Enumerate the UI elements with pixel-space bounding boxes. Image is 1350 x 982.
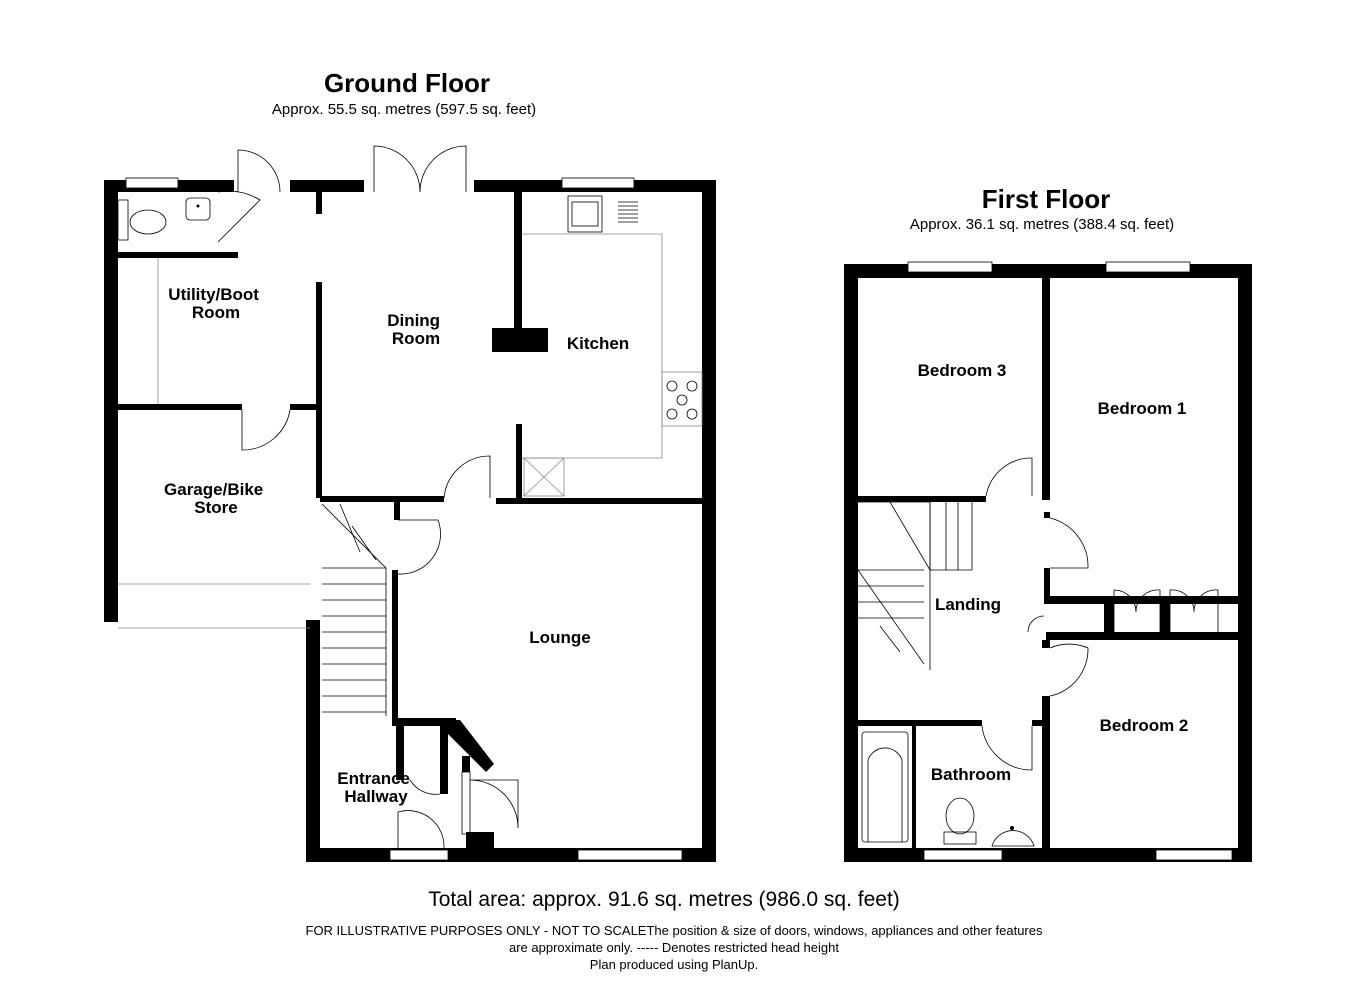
wall bbox=[702, 180, 716, 862]
wall bbox=[858, 496, 986, 502]
room-label-landing: Landing bbox=[935, 595, 1001, 614]
door bbox=[1049, 517, 1089, 569]
staircase bbox=[857, 501, 973, 670]
window bbox=[1105, 261, 1191, 273]
room-label-hallway: Entrance Hallway bbox=[337, 769, 414, 806]
wall bbox=[1042, 278, 1050, 500]
window bbox=[389, 849, 449, 861]
room-label-garage: Garage/Bike Store bbox=[164, 480, 268, 517]
wall bbox=[466, 832, 494, 850]
disclaimer-line-1: FOR ILLUSTRATIVE PURPOSES ONLY - NOT TO … bbox=[306, 923, 1043, 938]
boiler-cupboard bbox=[523, 457, 565, 497]
door bbox=[237, 149, 281, 193]
wall bbox=[1044, 568, 1050, 602]
wall bbox=[448, 720, 494, 772]
wall bbox=[844, 264, 858, 862]
basin-icon bbox=[991, 830, 1035, 847]
window bbox=[577, 849, 683, 861]
room-label-bedroom1: Bedroom 1 bbox=[1098, 399, 1187, 418]
toilet-icon bbox=[945, 797, 975, 835]
door bbox=[217, 190, 261, 243]
room-label-bedroom2: Bedroom 2 bbox=[1100, 716, 1189, 735]
disclaimer-line-3: Plan produced using PlanUp. bbox=[590, 957, 758, 972]
wall bbox=[514, 192, 522, 352]
wall bbox=[392, 570, 398, 720]
wardrobe-doors bbox=[1169, 589, 1219, 636]
ground-floor-title: Ground Floor bbox=[324, 68, 490, 98]
door bbox=[981, 725, 1033, 771]
window bbox=[1155, 849, 1233, 861]
wall bbox=[858, 720, 982, 726]
wall bbox=[516, 424, 522, 504]
wall bbox=[1046, 632, 1238, 640]
toilet-icon bbox=[129, 209, 167, 235]
staircase bbox=[321, 503, 387, 716]
first-floor-plan bbox=[844, 261, 1252, 862]
wardrobe-doors bbox=[1113, 589, 1161, 636]
first-floor-area: Approx. 36.1 sq. metres (388.4 sq. feet) bbox=[910, 216, 1174, 233]
wall bbox=[396, 726, 404, 780]
wall bbox=[118, 252, 238, 258]
room-label-bedroom3: Bedroom 3 bbox=[918, 361, 1007, 380]
wall bbox=[462, 756, 470, 772]
wall bbox=[320, 496, 444, 502]
wall bbox=[290, 404, 320, 410]
door bbox=[397, 519, 441, 575]
door bbox=[469, 779, 519, 829]
hob-icon bbox=[661, 371, 703, 427]
wall bbox=[496, 498, 702, 504]
chimney-breast bbox=[492, 328, 548, 352]
wall bbox=[392, 718, 456, 726]
wall bbox=[316, 282, 322, 498]
wall bbox=[316, 192, 322, 214]
door bbox=[1049, 643, 1089, 697]
wall bbox=[1044, 596, 1238, 604]
ground-floor-area: Approx. 55.5 sq. metres (597.5 sq. feet) bbox=[272, 101, 536, 118]
wall bbox=[1104, 596, 1114, 636]
door bbox=[443, 455, 491, 499]
kitchen-worktop bbox=[522, 233, 663, 459]
wall bbox=[290, 180, 364, 192]
wall bbox=[1238, 264, 1252, 862]
wall bbox=[306, 620, 320, 862]
entrance-door bbox=[397, 810, 445, 849]
room-label-bathroom: Bathroom bbox=[931, 765, 1011, 784]
window bbox=[907, 261, 993, 273]
door bbox=[241, 409, 291, 451]
room-label-lounge: Lounge bbox=[529, 628, 590, 647]
wall bbox=[104, 180, 118, 622]
basin-icon bbox=[185, 197, 211, 221]
window bbox=[561, 177, 635, 189]
wall bbox=[844, 264, 1252, 278]
first-floor-title: First Floor bbox=[982, 184, 1111, 214]
wall bbox=[118, 404, 242, 410]
double-door bbox=[373, 145, 421, 193]
wall bbox=[1042, 696, 1050, 850]
sink-icon bbox=[567, 195, 603, 233]
wall bbox=[912, 726, 916, 848]
ground-floor-plan bbox=[104, 145, 716, 862]
disclaimer-line-2: are approximate only. ----- Denotes rest… bbox=[509, 940, 839, 955]
window bbox=[923, 849, 1003, 861]
drainer-icon bbox=[618, 201, 638, 223]
room-label-utility: Utility/Boot Room bbox=[168, 285, 263, 322]
door bbox=[409, 779, 441, 795]
wall bbox=[1160, 596, 1170, 636]
room-label-dining: Dining Room bbox=[387, 311, 445, 348]
total-area: Total area: approx. 91.6 sq. metres (986… bbox=[428, 888, 900, 911]
room-label-kitchen: Kitchen bbox=[567, 334, 629, 353]
wall bbox=[394, 502, 400, 520]
door bbox=[985, 457, 1033, 497]
wall bbox=[440, 726, 448, 794]
bath-icon bbox=[861, 731, 909, 843]
window bbox=[125, 177, 179, 189]
